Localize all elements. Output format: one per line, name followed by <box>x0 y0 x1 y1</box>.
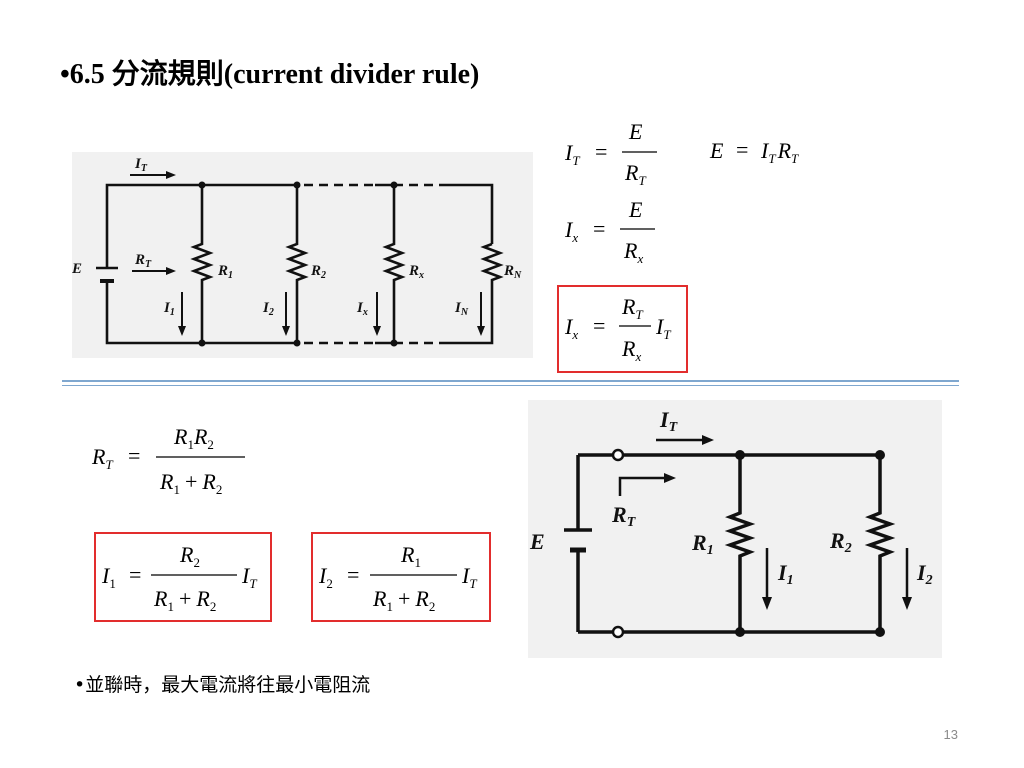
circuit1-node <box>198 181 206 189</box>
circuit1-label-r1: R1 <box>217 263 233 281</box>
formula-i2-lhs: I2 <box>318 563 333 591</box>
circuit1-arrowhead <box>166 171 176 179</box>
formula-ix-den: Rx <box>623 238 643 266</box>
circuit2-label-e: E <box>529 529 545 554</box>
formula-equals: = <box>129 562 141 587</box>
formula-rt: RT = R1R2 R1+R2 <box>91 424 245 497</box>
formula-e: E = ITRT <box>709 137 799 166</box>
circuit2-node <box>875 450 885 460</box>
formula-ix-num: E <box>628 197 643 222</box>
formula-i2-den: R1+R2 <box>372 586 435 614</box>
circuit2-arrow-rt <box>618 476 668 496</box>
formula-it-den: RT <box>624 160 646 188</box>
circuit1-resistor-rx <box>382 185 406 343</box>
formula-equals: = <box>593 216 605 241</box>
circuit2-label-it: IT <box>659 407 679 435</box>
formula-equals: = <box>128 443 140 468</box>
formula-rt-num: R1R2 <box>173 424 214 452</box>
formula-rt-lhs: RT <box>91 444 113 472</box>
circuit1-label-e: E <box>72 261 82 277</box>
circuit1-label-in: IN <box>454 300 469 318</box>
formula-ixb-mult: IT <box>655 314 671 342</box>
circuit1-label-it: IT <box>134 156 148 174</box>
parallel-note: •並聯時，最大電流將往最小電阻流 <box>74 674 371 696</box>
formula-equals: = <box>347 562 359 587</box>
formula-i1-box: I1 = R2 R1+R2 IT <box>94 532 272 622</box>
circuit1-label-ix: Ix <box>356 300 368 318</box>
circuit1-node <box>390 339 398 347</box>
circuit2-arrowhead <box>664 473 676 483</box>
formula-i1: I1 = R2 R1+R2 IT <box>101 542 257 614</box>
formula-i2-num: R1 <box>400 542 421 570</box>
circuit1-label-rx: Rx <box>408 263 424 281</box>
formula-e-lhs: E <box>709 138 724 163</box>
formula-ixb-num: RT <box>621 294 643 322</box>
separator-line <box>62 380 959 382</box>
circuit-diagram-two-resistors: IT E RT R1 R2 I1 I2 <box>528 400 942 658</box>
circuit2-node <box>735 450 745 460</box>
circuit1-resistor-r2 <box>285 185 309 343</box>
circuit1-bottom-wire-c <box>439 288 494 345</box>
formula-i2-box: I2 = R1 R1+R2 IT <box>311 532 491 622</box>
circuit1-top-wire-a <box>105 183 289 268</box>
circuit1-resistor-rn <box>480 242 504 288</box>
formula-ix-divider: Ix = RT Rx IT <box>564 294 671 364</box>
formula-equals: = <box>593 313 605 338</box>
formula-i2-mult: IT <box>461 563 477 591</box>
formula-ix-lhs: Ix <box>564 217 578 245</box>
formula-i1-mult: IT <box>241 563 257 591</box>
formula-ixb-den: Rx <box>621 336 641 364</box>
circuit2-terminal <box>611 625 625 639</box>
circuit2-label-i2: I2 <box>916 560 933 588</box>
circuit2-node <box>875 627 885 637</box>
circuit1-arrowhead <box>166 267 176 275</box>
circuit1-node <box>390 181 398 189</box>
formula-rt-den: R1+R2 <box>159 469 222 497</box>
circuit1-resistor-r1 <box>190 185 214 343</box>
circuit2-label-rt: RT <box>611 502 637 530</box>
circuit2-arrowhead <box>762 597 772 610</box>
circuit1-arrowhead <box>477 326 485 336</box>
formula-equals: = <box>595 139 607 164</box>
formula-it-lhs: IT <box>564 140 580 168</box>
circuit2-node <box>735 627 745 637</box>
formula-equals: = <box>736 137 748 162</box>
page-number: 13 <box>943 727 958 742</box>
formula-ixb-lhs: Ix <box>564 314 578 342</box>
formula-it-num: E <box>628 119 643 144</box>
slide-title: •6.5 分流規則(current divider rule) <box>60 59 480 90</box>
circuit1-label-rn: RN <box>503 263 522 281</box>
circuit1-node <box>293 339 301 347</box>
circuit1-arrowhead <box>373 326 381 336</box>
circuit1-label-i1: I1 <box>163 300 175 318</box>
circuit1-label-i2: I2 <box>262 300 274 318</box>
formula-i1-lhs: I1 <box>101 563 116 591</box>
circuit1-node <box>293 181 301 189</box>
separator-line-thin <box>62 385 959 386</box>
circuit1-label-r2: R2 <box>310 263 326 281</box>
formula-ix-divider-box: Ix = RT Rx IT <box>557 285 688 373</box>
circuit2-label-r2: R2 <box>829 528 852 556</box>
circuit2-label-r1: R1 <box>691 530 714 558</box>
formula-e-rhs: ITRT <box>760 138 799 166</box>
circuit2-arrowhead <box>902 597 912 610</box>
formula-i2: I2 = R1 R1+R2 IT <box>318 542 477 614</box>
circuit1-top-wire-c <box>439 183 494 244</box>
circuit2-resistor-r1 <box>724 455 756 632</box>
circuit1-arrowhead <box>178 326 186 336</box>
circuit1-node <box>198 339 206 347</box>
circuit2-resistor-r2 <box>864 455 896 632</box>
circuit2-terminal <box>611 448 625 462</box>
formula-i1-num: R2 <box>179 542 200 570</box>
circuit-diagram-parallel-n: IT E RT R1 R2 Rx RN I1 I2 Ix IN <box>72 152 533 358</box>
formula-ix: Ix = E Rx <box>564 197 655 266</box>
circuit2-label-i1: I1 <box>777 560 794 588</box>
circuit2-arrowhead <box>702 435 714 445</box>
circuit1-bottom-wire-a <box>105 281 289 345</box>
formula-i1-den: R1+R2 <box>153 586 216 614</box>
formula-it: IT = E RT <box>564 119 657 188</box>
circuit1-arrowhead <box>282 326 290 336</box>
circuit1-label-rt: RT <box>134 252 152 270</box>
